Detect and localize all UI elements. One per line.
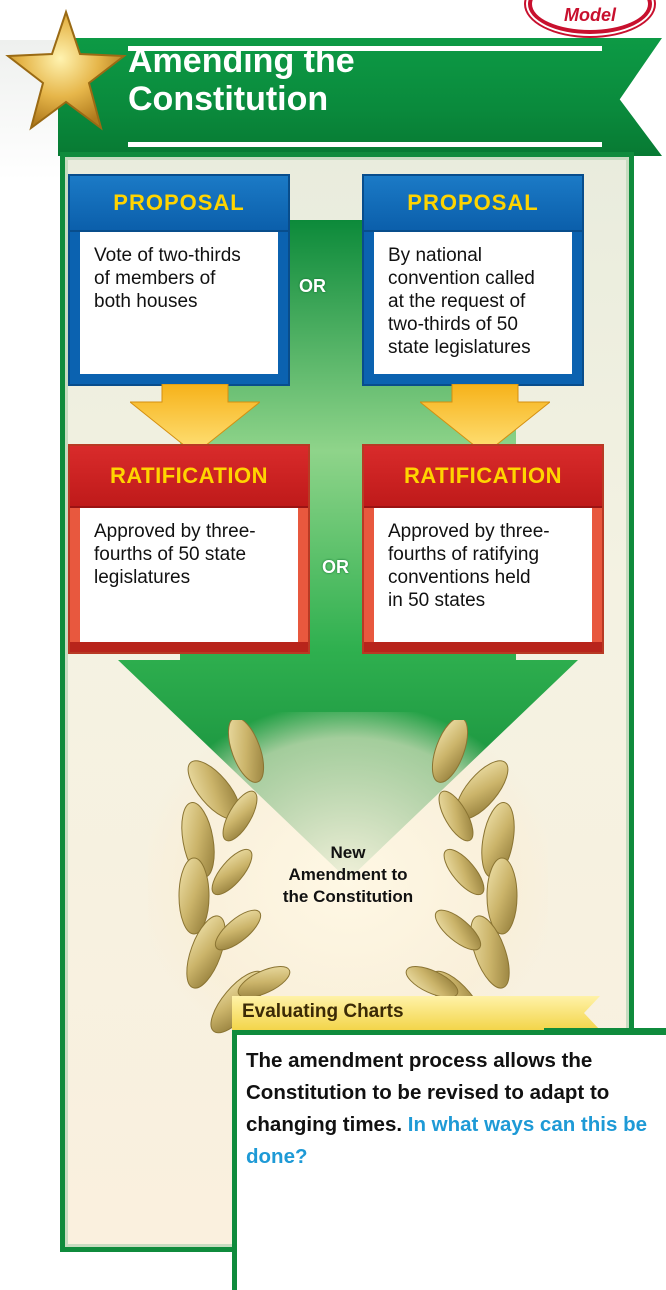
- result-line: Amendment to: [288, 865, 408, 884]
- ratification-text: Approved by three- fourths of 50 state l…: [80, 508, 298, 589]
- title-line-2: Constitution: [128, 80, 329, 118]
- proposal-text: Vote of two-thirds of members of both ho…: [80, 232, 278, 313]
- proposal-text-line: of members of: [94, 268, 216, 289]
- proposal-text-line: state legislatures: [388, 337, 531, 358]
- or-connector-bottom: OR: [322, 557, 349, 577]
- ratification-text-line: fourths of ratifying: [388, 544, 540, 565]
- box-bottom-edge: [70, 642, 308, 652]
- page-title: Amending the Constitution: [128, 42, 548, 118]
- badge-text: Model: [564, 5, 616, 25]
- proposal-text-line: convention called: [388, 268, 535, 289]
- ratification-text-line: legislatures: [94, 567, 191, 588]
- ratification-text-line: fourths of 50 state: [94, 544, 247, 565]
- proposal-heading: PROPOSAL: [70, 176, 288, 232]
- result-label: New Amendment to the Constitution: [258, 842, 438, 908]
- result-line: New: [330, 843, 366, 862]
- banner-bottom-rule: [128, 142, 602, 147]
- caption-box: [232, 1030, 666, 1290]
- down-arrow-icon: [130, 384, 260, 454]
- proposal-text-line: at the request of: [388, 291, 526, 312]
- proposal-box-congress: PROPOSAL Vote of two-thirds of members o…: [70, 176, 288, 384]
- ratification-text: Approved by three- fourths of ratifying …: [374, 508, 592, 612]
- ratification-text-line: Approved by three-: [94, 521, 256, 542]
- result-line: the Constitution: [282, 887, 414, 906]
- caption-statement: The amendment process allows the Constit…: [246, 1049, 610, 1136]
- proposal-text-line: both houses: [94, 291, 198, 312]
- caption-text: The amendment process allows the Constit…: [246, 1045, 666, 1173]
- evaluating-charts-label: Evaluating Charts: [242, 1001, 404, 1022]
- ratification-box-conventions: RATIFICATION Approved by three- fourths …: [364, 446, 602, 652]
- or-connector-top: OR: [299, 276, 326, 296]
- publisher-badge: Model: [528, 0, 652, 34]
- proposal-text-line: Vote of two-thirds: [94, 245, 241, 266]
- proposal-box-convention: PROPOSAL By national convention called a…: [364, 176, 582, 384]
- proposal-heading: PROPOSAL: [364, 176, 582, 232]
- title-banner: [58, 38, 662, 156]
- box-bottom-edge: [364, 642, 602, 652]
- star-icon: [5, 8, 127, 131]
- ratification-heading: RATIFICATION: [364, 446, 602, 508]
- evaluating-charts-tab: [232, 996, 600, 1030]
- down-arrow-icon: [420, 384, 550, 454]
- ratification-text-line: in 50 states: [388, 590, 486, 611]
- ratification-heading: RATIFICATION: [70, 446, 308, 508]
- proposal-text-line: By national: [388, 245, 483, 266]
- ratification-text-line: Approved by three-: [388, 521, 550, 542]
- title-line-1: Amending the: [128, 42, 355, 80]
- proposal-text: By national convention called at the req…: [374, 232, 572, 359]
- banner-top-rule: [128, 46, 602, 51]
- proposal-text-line: two-thirds of 50: [388, 314, 518, 335]
- ratification-box-legislatures: RATIFICATION Approved by three- fourths …: [70, 446, 308, 652]
- caption-question: In what ways can this be done?: [246, 1113, 647, 1168]
- ratification-text-line: conventions held: [388, 567, 531, 588]
